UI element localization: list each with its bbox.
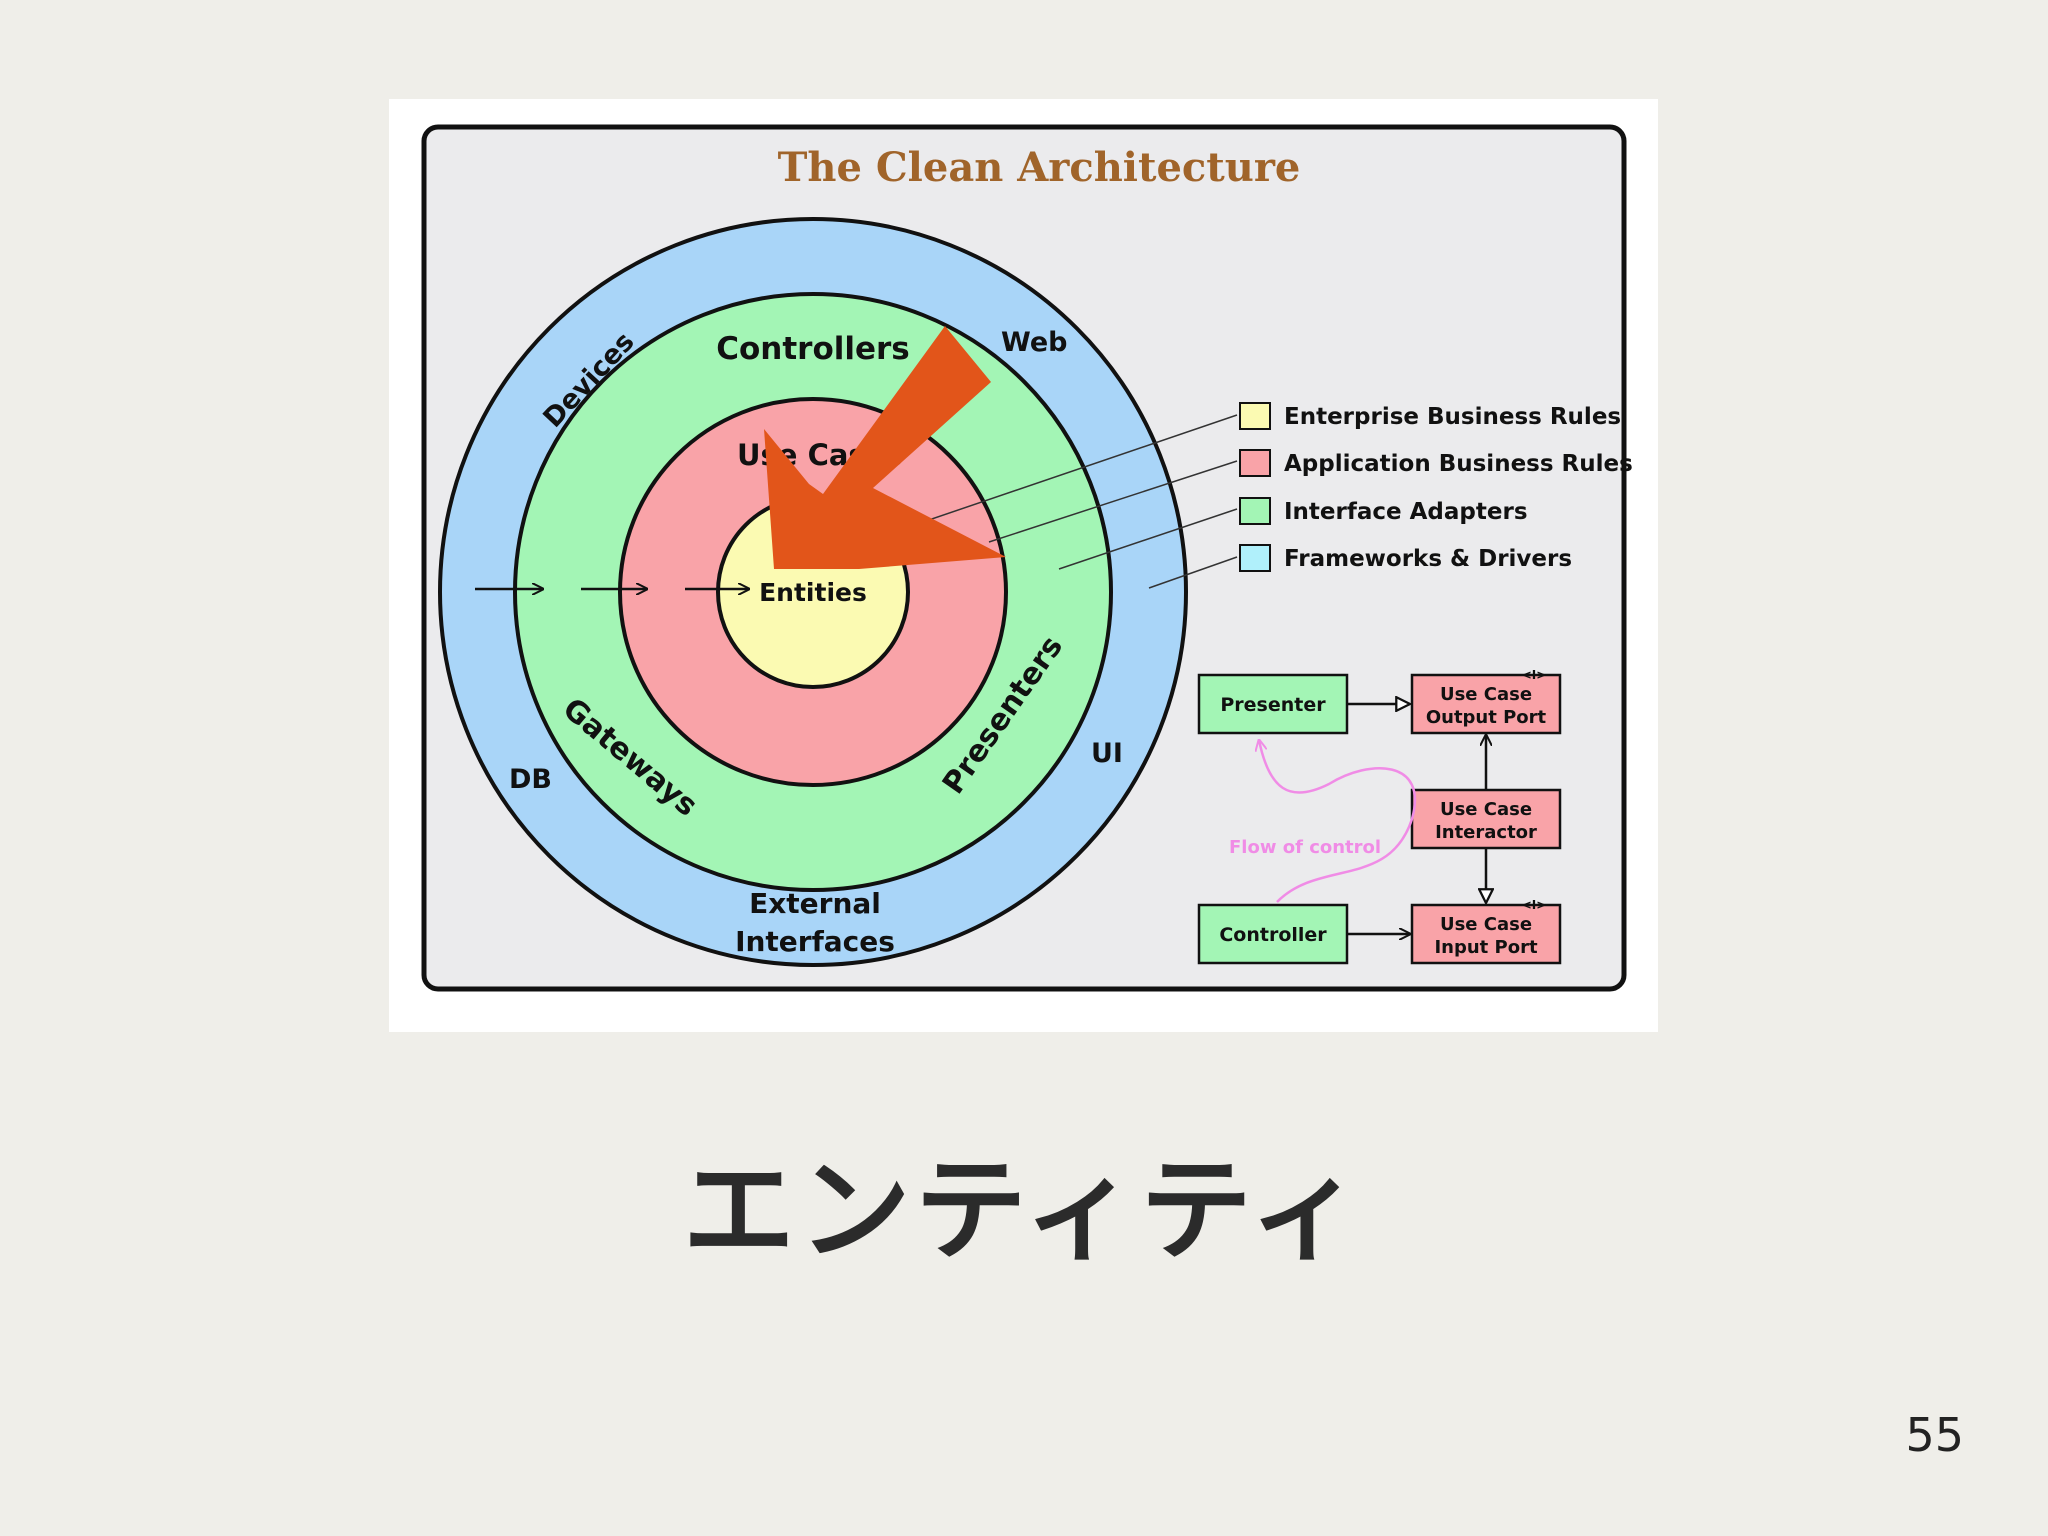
legend-label-adapters: Interface Adapters — [1284, 499, 1528, 525]
clean-architecture-diagram: The Clean Architecture Devices Web UI DB… — [389, 99, 1658, 1032]
label-db: DB — [509, 764, 552, 795]
label-entities: Entities — [759, 578, 867, 607]
legend-label-application: Application Business Rules — [1284, 451, 1633, 477]
input-port-label-2: Input Port — [1434, 937, 1538, 958]
input-port-label-1: Use Case — [1440, 914, 1532, 935]
controller-box — [1197, 903, 1349, 965]
input-port-box — [1410, 903, 1562, 965]
output-port-label-1: Use Case — [1440, 684, 1532, 705]
flow-of-control-diagram: Presenter Controller Use Case Output Por… — [1197, 668, 1562, 965]
legend-swatch-application — [1239, 449, 1271, 477]
interactor-label-1: Use Case — [1440, 799, 1532, 820]
input-port-interface-marker: <I> — [1522, 898, 1547, 912]
output-port-interface-marker: <I> — [1522, 668, 1547, 682]
flow-of-control-line — [1259, 740, 1417, 903]
label-controllers: Controllers — [716, 331, 910, 367]
legend-leader-frameworks — [1148, 556, 1238, 589]
flow-of-control-label: Flow of control — [1229, 837, 1381, 858]
controller-label: Controller — [1219, 924, 1327, 946]
label-external: External — [749, 887, 881, 920]
label-interfaces: Interfaces — [735, 925, 895, 958]
presenter-label: Presenter — [1220, 694, 1326, 716]
legend: Enterprise Business Rules Application Bu… — [1239, 402, 1633, 572]
output-port-label-2: Output Port — [1426, 707, 1547, 728]
legend-label-frameworks: Frameworks & Drivers — [1284, 546, 1572, 572]
slide-caption: エンティティ — [682, 1146, 1366, 1276]
diagram-title: The Clean Architecture — [778, 144, 1301, 191]
legend-leader-use-cases — [988, 460, 1238, 543]
output-port-box — [1410, 673, 1562, 735]
legend-swatch-adapters — [1239, 497, 1271, 525]
legend-leader-adapters — [1058, 508, 1238, 570]
legend-swatch-frameworks — [1239, 544, 1271, 572]
legend-swatch-enterprise — [1239, 402, 1271, 430]
legend-label-enterprise: Enterprise Business Rules — [1284, 404, 1621, 430]
page-number: 55 — [1905, 1408, 1964, 1462]
highlight-arrow — [764, 326, 1006, 569]
interactor-label-2: Interactor — [1435, 822, 1537, 843]
label-ui: UI — [1091, 738, 1123, 769]
presenter-box — [1197, 673, 1349, 735]
label-web: Web — [1001, 327, 1067, 358]
